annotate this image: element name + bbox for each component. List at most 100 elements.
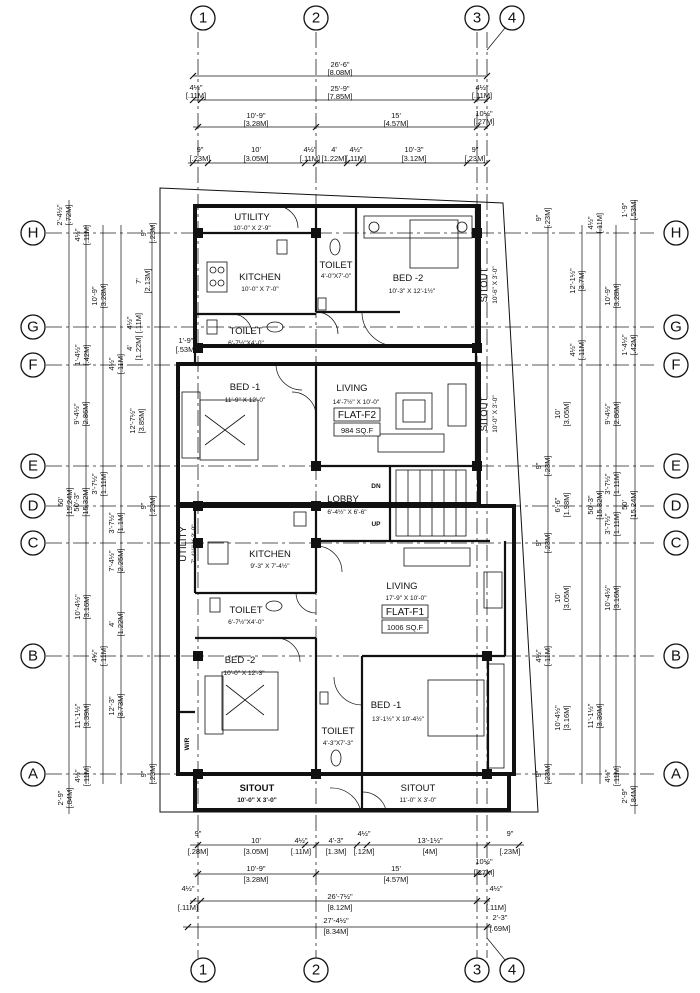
dim-bot-c4: 4'-3" (329, 836, 344, 845)
dim-top-c2-m: [3.05M] (243, 154, 268, 163)
room-bed1-top-size: 11'-9" X 12'-0" (225, 397, 266, 404)
room-lobby-name: LOBBY (327, 494, 359, 505)
dim-right-8-m: [2.86M] (612, 401, 621, 426)
room-lobby-size: 6'-4½" X 6'-6" (327, 508, 367, 516)
bed-1-bot-icon (427, 679, 485, 737)
flat-f1-name: FLAT-F1 (386, 607, 425, 618)
dim-right-20: 11'-1½" (586, 703, 595, 728)
dim-right-18: 4½" (534, 649, 543, 662)
dim-left-13-m: [15.32M] (81, 487, 90, 516)
dim-top-bay1: 10'-9" (246, 111, 265, 120)
coffee-table-icon (395, 392, 433, 430)
dim-left-5-m: [.11M] (134, 313, 143, 333)
grid-label-2-bottom: 2 (312, 962, 320, 979)
dim-bot-offset-m: [.69M] (490, 924, 511, 933)
room-bed2-bot-name: BED -2 (225, 655, 256, 666)
dim-left-12: 3'-7½" (90, 473, 99, 495)
dim-top-c6-m: [3.12M] (401, 154, 426, 163)
dim-bot-r45: 4½" (489, 884, 502, 893)
room-toilet-top-a-size: 4'-0"X7'-0" (321, 273, 352, 280)
dim-top-bay3-m: [.27M] (474, 117, 495, 126)
sofa-bot-icon (403, 547, 471, 567)
grid-label-1-top: 1 (199, 10, 207, 27)
dim-right-1: 4½" (586, 216, 595, 229)
room-bed1-bot-name: BED -1 (371, 700, 402, 711)
dim-left-19-m: [1.22M] (116, 611, 125, 636)
dim-left-24: 9" (139, 770, 148, 777)
grid-bubble-f-right (663, 352, 689, 378)
grid-label-1-bottom: 1 (199, 962, 207, 979)
dim-bot-overall-m: [8.34M] (323, 927, 348, 936)
dim-left-14: 50' (56, 497, 65, 507)
grid-bubble-h-left (20, 220, 46, 246)
room-kitchen-bot-size: 9'-3" X 7'-4½" (250, 562, 290, 570)
basin-bot2-icon (319, 691, 329, 705)
plot-boundary (159, 187, 539, 813)
bed-2-bot-pillow-icon (225, 684, 265, 716)
dim-top-c6: 10'-3" (404, 145, 423, 154)
room-sitout-top-a-name: SITOUT (479, 267, 490, 302)
wc-top-icon (329, 238, 341, 256)
flat-f2-name: FLAT-F2 (338, 410, 377, 421)
grid-bubble-4-bottom (499, 957, 525, 983)
grid-label-4-bottom: 4 (508, 962, 516, 979)
grid-label-e-right: E (671, 458, 681, 475)
dim-bot-bay3-m: [.27M] (474, 868, 495, 877)
dim-right-1-m: [.11M] (595, 213, 604, 233)
fixtures (181, 215, 505, 769)
dim-left-15-m: [.23M] (148, 496, 157, 517)
dim-bot-r45-m: [.11M] (486, 903, 506, 912)
room-toilet-top-b-size: 6'-7½"X4'-0" (228, 339, 264, 347)
grid-label-g-right: G (670, 319, 682, 336)
grid-bubble-2-top (303, 5, 329, 31)
room-kitchen-top-size: 10'-0" X 7'-0" (241, 286, 279, 293)
grid-label-f-right: F (671, 357, 680, 374)
room-sitout-bot-b-size: 11'-0" X 3'-0" (400, 797, 438, 804)
basin-bot-icon (209, 597, 221, 613)
dim-top-clear: 25'-9" (330, 84, 349, 93)
dim-top-c7: 9" (472, 145, 479, 154)
dim-bot-c7-m: [.23M] (500, 847, 521, 856)
dim-right-9-m: [1.11M] (612, 472, 621, 496)
grid-label-g-left: G (27, 319, 39, 336)
dim-top-c2: 10' (251, 145, 261, 154)
grid-bubble-b-left (20, 643, 46, 669)
dim-right-13: 50' (620, 500, 629, 510)
dim-right-0-m: [.23M] (543, 208, 552, 229)
dim-bot-offset: 2'-3" (493, 913, 508, 922)
stove-top-icon (206, 261, 228, 293)
dim-left-0: 2'-4½" (55, 204, 64, 226)
flat-f1-area: 1006 SQ.F (387, 623, 424, 632)
room-kitchen-top-name: KITCHEN (239, 272, 281, 283)
dim-right-5-m: [.42M] (629, 335, 638, 356)
dim-top-bay2: 15' (391, 111, 401, 120)
dim-right-10-m: [.23M] (543, 456, 552, 477)
dim-top-c7-m: [.23M] (465, 154, 486, 163)
dim-left-3: 10'-9" (90, 286, 99, 305)
dim-bot-c4-m: [1.3M] (326, 847, 347, 856)
dim-left-14-m: [15.24M] (65, 487, 74, 516)
stove-bot-icon (207, 541, 229, 565)
dim-bot-c5: 4½" (357, 829, 370, 838)
dim-left-7-m: [.53M] (176, 345, 197, 354)
room-utility-bot-name: UTILITY (178, 526, 189, 562)
dim-top-c4-m: [1.22M] (321, 154, 346, 163)
grid-label-h-right: H (671, 225, 682, 242)
grid-leader-4-top (486, 27, 506, 51)
dim-right-10: 9" (534, 462, 543, 469)
grid-leader-4-bottom (486, 937, 506, 961)
wc-top2-icon (266, 321, 284, 333)
dim-left-8: 1'-4½" (73, 344, 82, 366)
room-toilet-bot-a-size: 6'-7½"X4'-0" (228, 618, 264, 626)
room-wr-label: W/R (184, 737, 191, 750)
armchair-top-icon (447, 383, 467, 427)
stair-dn-label: DN (371, 483, 381, 490)
dim-bot-c3: 4½" (294, 836, 307, 845)
grid-label-f-left: F (28, 357, 37, 374)
wc-bot-icon (265, 600, 283, 612)
dim-bot-c2: 10' (251, 836, 261, 845)
dim-left-17: 7'-4½" (107, 550, 116, 572)
grid-label-e-left: E (28, 458, 38, 475)
dim-right-4: 10'-9" (603, 286, 612, 305)
dim-left-23-m: [.11M] (82, 766, 91, 786)
